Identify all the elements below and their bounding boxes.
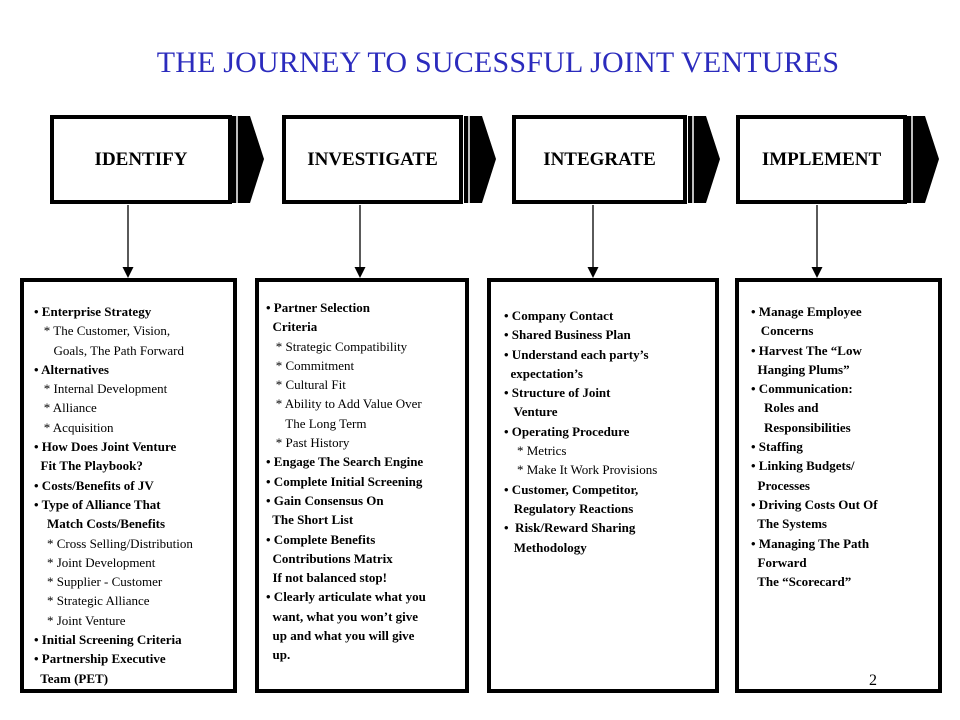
detail-line: • Engage The Search Engine [266, 454, 424, 470]
detail-line: Criteria [266, 319, 318, 335]
detail-line: • Type of Alliance That [34, 496, 161, 512]
detail-line: • Staffing [751, 439, 803, 455]
detail-line: want, what you won’t give [266, 608, 419, 624]
detail-line: * Strategic Alliance [34, 593, 150, 609]
chevron-arrow-icon [464, 116, 496, 203]
page-number: 2 [869, 672, 877, 689]
chevron-arrow-icon [907, 116, 939, 203]
detail-line: • Partnership Executive [34, 651, 166, 667]
detail-line: The “Scorecard” [751, 574, 852, 590]
stage-identify: IDENTIFY [50, 115, 232, 204]
detail-line: • Partner Selection [266, 300, 370, 315]
detail-line: * Metrics [504, 443, 567, 459]
detail-line: • Enterprise Strategy [34, 304, 152, 319]
detail-line: Contributions Matrix [266, 550, 393, 566]
detail-line: * Make It Work Provisions [504, 462, 658, 478]
details-integrate: • Company Contact • Shared Business Plan •… [487, 278, 719, 693]
detail-line: • Structure of Joint [504, 385, 611, 401]
arrow-down-icon [811, 205, 823, 278]
details-implement: • Manage Employee Concerns • Harvest The … [735, 278, 942, 693]
detail-line: * Acquisition [34, 419, 114, 435]
detail-line: * Supplier - Customer [34, 574, 163, 590]
detail-line: * Strategic Compatibility [266, 338, 408, 354]
detail-line: Roles and [751, 400, 819, 416]
stage-label: IMPLEMENT [761, 148, 882, 170]
detail-line: up. [266, 647, 291, 663]
stage-implement: IMPLEMENT [736, 115, 907, 204]
arrow-down-icon [587, 205, 599, 278]
detail-line: * Cultural Fit [266, 377, 346, 393]
detail-line: Forward [751, 554, 807, 570]
detail-line: If not balanced stop! [266, 570, 388, 586]
detail-line: • Costs/Benefits of JV [34, 477, 154, 493]
stage-label: IDENTIFY [94, 148, 188, 170]
detail-line: Regulatory Reactions [504, 500, 634, 516]
arrow-down-icon [354, 205, 366, 278]
detail-line: The Long Term [266, 415, 367, 431]
detail-line: • Driving Costs Out Of [751, 496, 878, 512]
detail-line: • Managing The Path [751, 535, 870, 551]
detail-line: • Harvest The “Low [751, 342, 862, 358]
detail-line: * Ability to Add Value Over [266, 396, 422, 412]
detail-line: • Customer, Competitor, [504, 481, 639, 497]
detail-line: • Risk/Reward Sharing [504, 520, 636, 536]
detail-line: • Operating Procedure [504, 423, 630, 439]
detail-line: Responsibilities [751, 419, 851, 435]
detail-line: * Internal Development [34, 381, 168, 397]
detail-line: Venture [504, 404, 558, 420]
detail-line: The Systems [751, 516, 827, 532]
detail-line: • Complete Initial Screening [266, 473, 423, 489]
detail-line: Processes [751, 477, 810, 493]
detail-line: expectation’s [504, 365, 583, 381]
detail-line: * Joint Development [34, 554, 156, 570]
detail-line: • Manage Employee [751, 304, 862, 319]
detail-line: • Communication: [751, 381, 853, 397]
detail-line: * The Customer, Vision, [34, 323, 171, 339]
detail-line: * Commitment [266, 357, 355, 373]
detail-line: • How Does Joint Venture [34, 439, 177, 455]
details-investigate: • Partner Selection Criteria * Strategic… [255, 278, 469, 693]
detail-line: Concerns [751, 323, 814, 339]
detail-line: Hanging Plums” [751, 361, 850, 377]
detail-line: • Gain Consensus On [266, 492, 384, 508]
detail-line: Match Costs/Benefits [34, 516, 166, 532]
detail-line: • Shared Business Plan [504, 327, 631, 343]
stage-investigate: INVESTIGATE [282, 115, 463, 204]
detail-line: • Linking Budgets/ [751, 458, 855, 474]
stage-label: INVESTIGATE [307, 148, 438, 170]
detail-line: Team (PET) [34, 670, 109, 686]
page-title: THE JOURNEY TO SUCESSFUL JOINT VENTURES [156, 46, 840, 79]
stage-integrate: INTEGRATE [512, 115, 687, 204]
chevron-arrow-icon [688, 116, 720, 203]
detail-line: * Cross Selling/Distribution [34, 535, 193, 551]
detail-line: • Complete Benefits [266, 531, 376, 547]
chevron-arrow-icon [232, 116, 264, 203]
stage-label: INTEGRATE [543, 148, 656, 170]
arrow-down-icon [122, 205, 134, 278]
detail-line: Goals, The Path Forward [34, 342, 184, 358]
detail-line: • Clearly articulate what you [266, 589, 426, 605]
detail-line: • Company Contact [504, 308, 614, 323]
details-identify: • Enterprise Strategy * The Customer, Vi… [20, 278, 237, 693]
detail-line: The Short List [266, 512, 354, 528]
detail-line: Fit The Playbook? [34, 458, 143, 474]
detail-line: Methodology [504, 539, 587, 555]
detail-line: * Joint Venture [34, 612, 126, 628]
detail-line: • Understand each party’s [504, 346, 649, 362]
detail-line: • Initial Screening Criteria [34, 632, 182, 648]
detail-line: • Alternatives [34, 361, 109, 377]
detail-line: * Alliance [34, 400, 97, 416]
detail-line: * Past History [266, 435, 350, 451]
detail-line: up and what you will give [266, 628, 415, 644]
